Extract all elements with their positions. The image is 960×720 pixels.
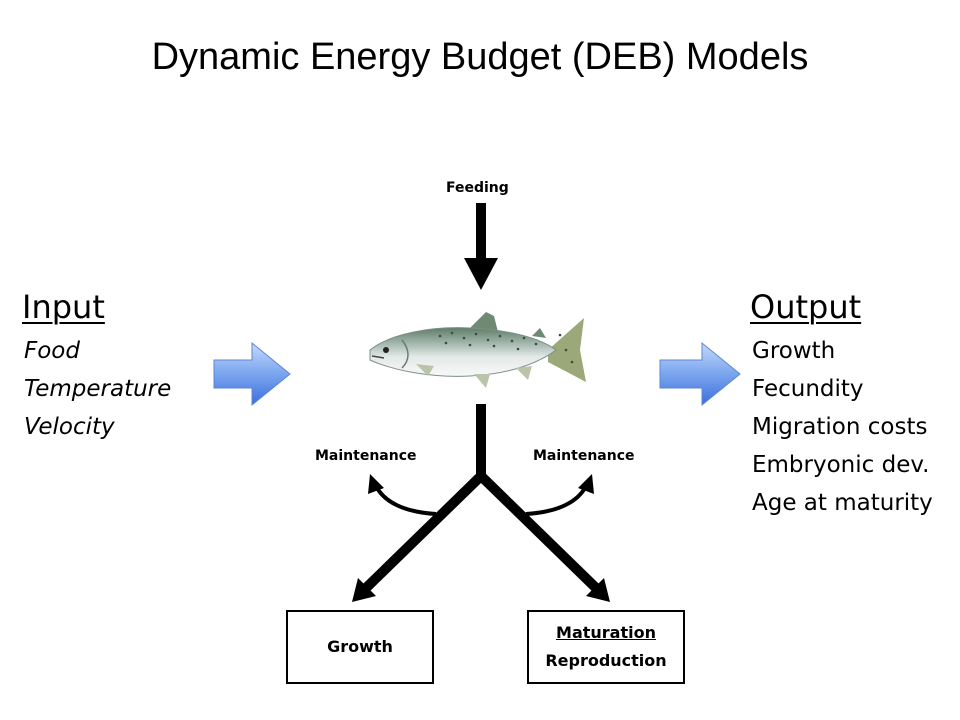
output-item: Growth [752,338,836,364]
output-item: Migration costs [752,414,928,440]
input-item: Velocity [24,414,115,440]
input-list: Food Temperature Velocity [24,332,171,446]
output-list: Growth Fecundity Migration costs Embryon… [752,332,933,522]
input-item: Temperature [24,376,172,402]
maintenance-left-arrow [368,474,437,516]
reproduction-label: Reproduction [545,651,667,670]
input-arrow [213,341,291,407]
maintenance-left-label: Maintenance [315,448,417,464]
feeding-label: Feeding [446,180,509,196]
maintenance-right-arrow [525,474,594,516]
output-item: Embryonic dev. [752,452,930,478]
maintenance-right-label: Maintenance [533,448,635,464]
maturation-branch-arrow [477,472,610,602]
energy-trunk [476,404,486,476]
output-arrow [659,341,741,407]
growth-branch-arrow [352,472,485,602]
growth-box: Growth [286,610,434,684]
salmon-fish-icon [369,312,586,388]
page-title: Dynamic Energy Budget (DEB) Models [151,36,809,78]
output-item: Fecundity [752,376,864,402]
feeding-arrow [464,203,498,290]
output-heading: Output [750,288,862,326]
input-heading: Input [22,288,105,326]
growth-box-label: Growth [327,637,393,656]
maturation-reproduction-box: Maturation Reproduction [527,610,685,684]
input-item: Food [24,338,80,364]
maturation-label: Maturation [556,623,656,642]
output-item: Age at maturity [752,490,933,516]
